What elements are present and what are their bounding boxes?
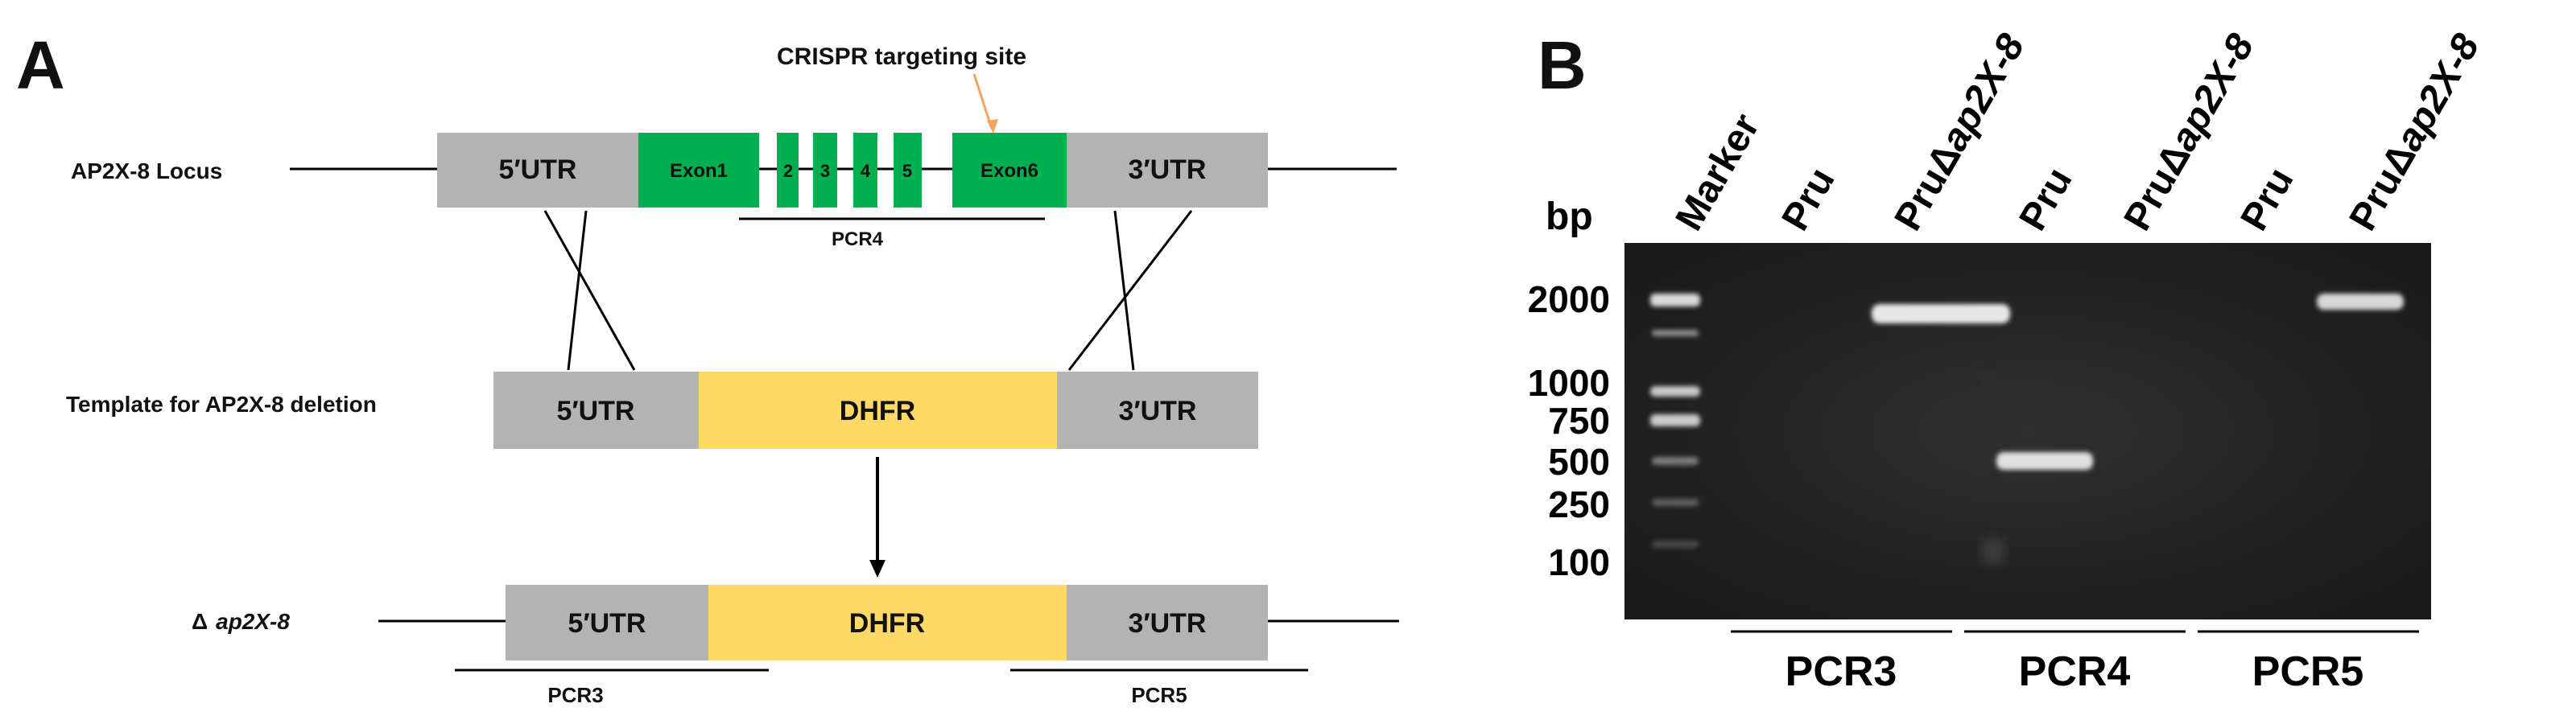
template-label: Template for AP2X-8 deletion — [66, 392, 377, 417]
deletion-dhfr-label: DHFR — [849, 608, 925, 639]
pcr3-label: PCR3 — [547, 683, 603, 707]
deletion-utr5-label: 5′UTR — [568, 608, 646, 639]
template-dhfr-box — [699, 372, 1057, 449]
exon2-box — [777, 133, 799, 208]
locus-label: AP2X-8 Locus — [71, 158, 222, 183]
pcr5-label: PCR5 — [1131, 683, 1187, 707]
lane-label-pru: Pru — [1774, 161, 1843, 238]
lane-smear — [1982, 374, 1996, 471]
crispr-arrowhead — [987, 119, 998, 134]
exon5-label: 5 — [902, 161, 912, 181]
ladder-label-500: 500 — [1548, 441, 1610, 483]
locus-row: AP2X-8 Locus 5′UTR Exon1 2 3 4 5 Exon6 3… — [71, 133, 1397, 250]
band-pcr5-deletion — [2317, 294, 2404, 310]
bp-label: bp — [1546, 195, 1593, 238]
panel-a: A CRISPR targeting site AP2X-8 Locus 5′U… — [16, 27, 1399, 707]
ladder-label-250: 250 — [1548, 483, 1610, 525]
exon6-box — [952, 133, 1067, 208]
exon4-label: 4 — [861, 161, 871, 181]
gel-image — [1624, 243, 2431, 619]
panel-b: B — [1528, 27, 2488, 695]
band-pcr4-pru — [1996, 452, 2093, 470]
band-pcr3-deletion — [1872, 304, 2010, 323]
lane-label-prefix: PruΔ — [2342, 137, 2425, 238]
lane-label-italic: ap2X-8 — [2162, 27, 2263, 158]
deletion-gene-name: ap2X-8 — [216, 609, 290, 634]
pcr-groups: PCR3 PCR4 PCR5 — [1731, 630, 2419, 695]
exon3-box — [813, 133, 837, 208]
lane-smear — [1982, 539, 2004, 563]
group-label-pcr3: PCR3 — [1785, 648, 1897, 695]
marker-lane — [1650, 294, 1700, 548]
deletion-dhfr-box — [708, 585, 1067, 660]
deletion-delta: Δ — [192, 609, 208, 634]
exon2-label: 2 — [783, 161, 793, 181]
locus-utr3-label: 3′UTR — [1129, 154, 1207, 185]
panel-a-letter: A — [16, 27, 65, 103]
lane-label-deletion: PruΔap2X-8 — [1887, 27, 2033, 237]
ladder-band-100 — [1652, 541, 1699, 548]
crispr-arrow — [972, 73, 993, 130]
locus-utr3-box — [1067, 133, 1268, 208]
lane-label-deletion: PruΔap2X-8 — [2342, 27, 2488, 237]
pcr4-label: PCR4 — [832, 228, 884, 250]
crossover-line — [1067, 210, 1193, 371]
lane-label-italic: ap2X-8 — [1933, 27, 2033, 158]
lane-label-pru: Pru — [2012, 161, 2081, 238]
crossover-line — [567, 210, 588, 371]
template-row: Template for AP2X-8 deletion 5′UTR DHFR … — [66, 372, 1258, 449]
panel-b-letter: B — [1538, 27, 1587, 103]
ladder-band — [1652, 330, 1699, 336]
ladder-band-2000 — [1650, 294, 1700, 307]
lane-label-marker: Marker — [1668, 107, 1769, 238]
ladder-labels: bp 2000 1000 750 500 250 100 — [1528, 195, 1610, 583]
ladder-label-1000: 1000 — [1528, 362, 1610, 404]
ladder-band-250 — [1652, 499, 1699, 506]
ladder-label-2000: 2000 — [1528, 278, 1610, 320]
deletion-utr3-box — [1067, 585, 1268, 660]
integration-arrowhead — [869, 560, 886, 578]
ladder-band-500 — [1652, 457, 1699, 465]
group-label-pcr5: PCR5 — [2252, 648, 2364, 695]
crossover-line — [1113, 210, 1135, 371]
template-dhfr-label: DHFR — [840, 396, 915, 426]
lane-label-prefix: PruΔ — [2116, 137, 2199, 238]
crispr-label: CRISPR targeting site — [777, 43, 1026, 70]
crossover-lines — [543, 210, 1193, 371]
deletion-utr3-label: 3′UTR — [1129, 608, 1207, 639]
exon4-box — [853, 133, 877, 208]
ladder-label-100: 100 — [1548, 541, 1610, 583]
ladder-band-1000 — [1650, 386, 1700, 397]
exon6-label: Exon6 — [980, 160, 1038, 182]
template-utr3-box — [1057, 372, 1258, 449]
lane-label-pru: Pru — [2233, 161, 2302, 238]
template-utr5-label: 5′UTR — [557, 396, 635, 426]
exon3-label: 3 — [820, 161, 830, 181]
ladder-label-750: 750 — [1548, 400, 1610, 442]
ladder-band-750 — [1650, 414, 1700, 426]
template-utr5-box — [493, 372, 699, 449]
exon1-box — [638, 133, 759, 208]
template-utr3-label: 3′UTR — [1119, 396, 1197, 426]
group-label-pcr4: PCR4 — [2019, 648, 2131, 695]
lane-label-prefix: PruΔ — [1887, 137, 1970, 238]
lane-labels: Marker Pru PruΔap2X-8 Pru PruΔap2X-8 Pru… — [1668, 27, 2488, 237]
lane-label-italic: ap2X-8 — [2388, 27, 2488, 158]
locus-utr5-label: 5′UTR — [499, 154, 577, 185]
exon5-box — [894, 133, 922, 208]
locus-utr5-box — [437, 133, 638, 208]
deletion-utr5-box — [506, 585, 708, 660]
exon1-label: Exon1 — [670, 160, 728, 182]
crossover-line — [543, 210, 636, 371]
